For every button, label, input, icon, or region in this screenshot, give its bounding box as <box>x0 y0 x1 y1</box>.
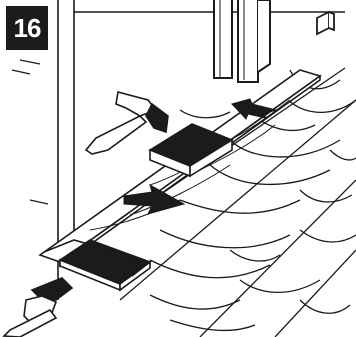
installed-floor <box>62 68 356 337</box>
baseboard <box>12 60 48 204</box>
door-frame <box>214 0 270 82</box>
hammer-bottom <box>4 278 72 337</box>
step-number-badge: 16 <box>6 6 48 50</box>
hammer-top <box>86 92 168 154</box>
spacer-block <box>317 12 334 34</box>
